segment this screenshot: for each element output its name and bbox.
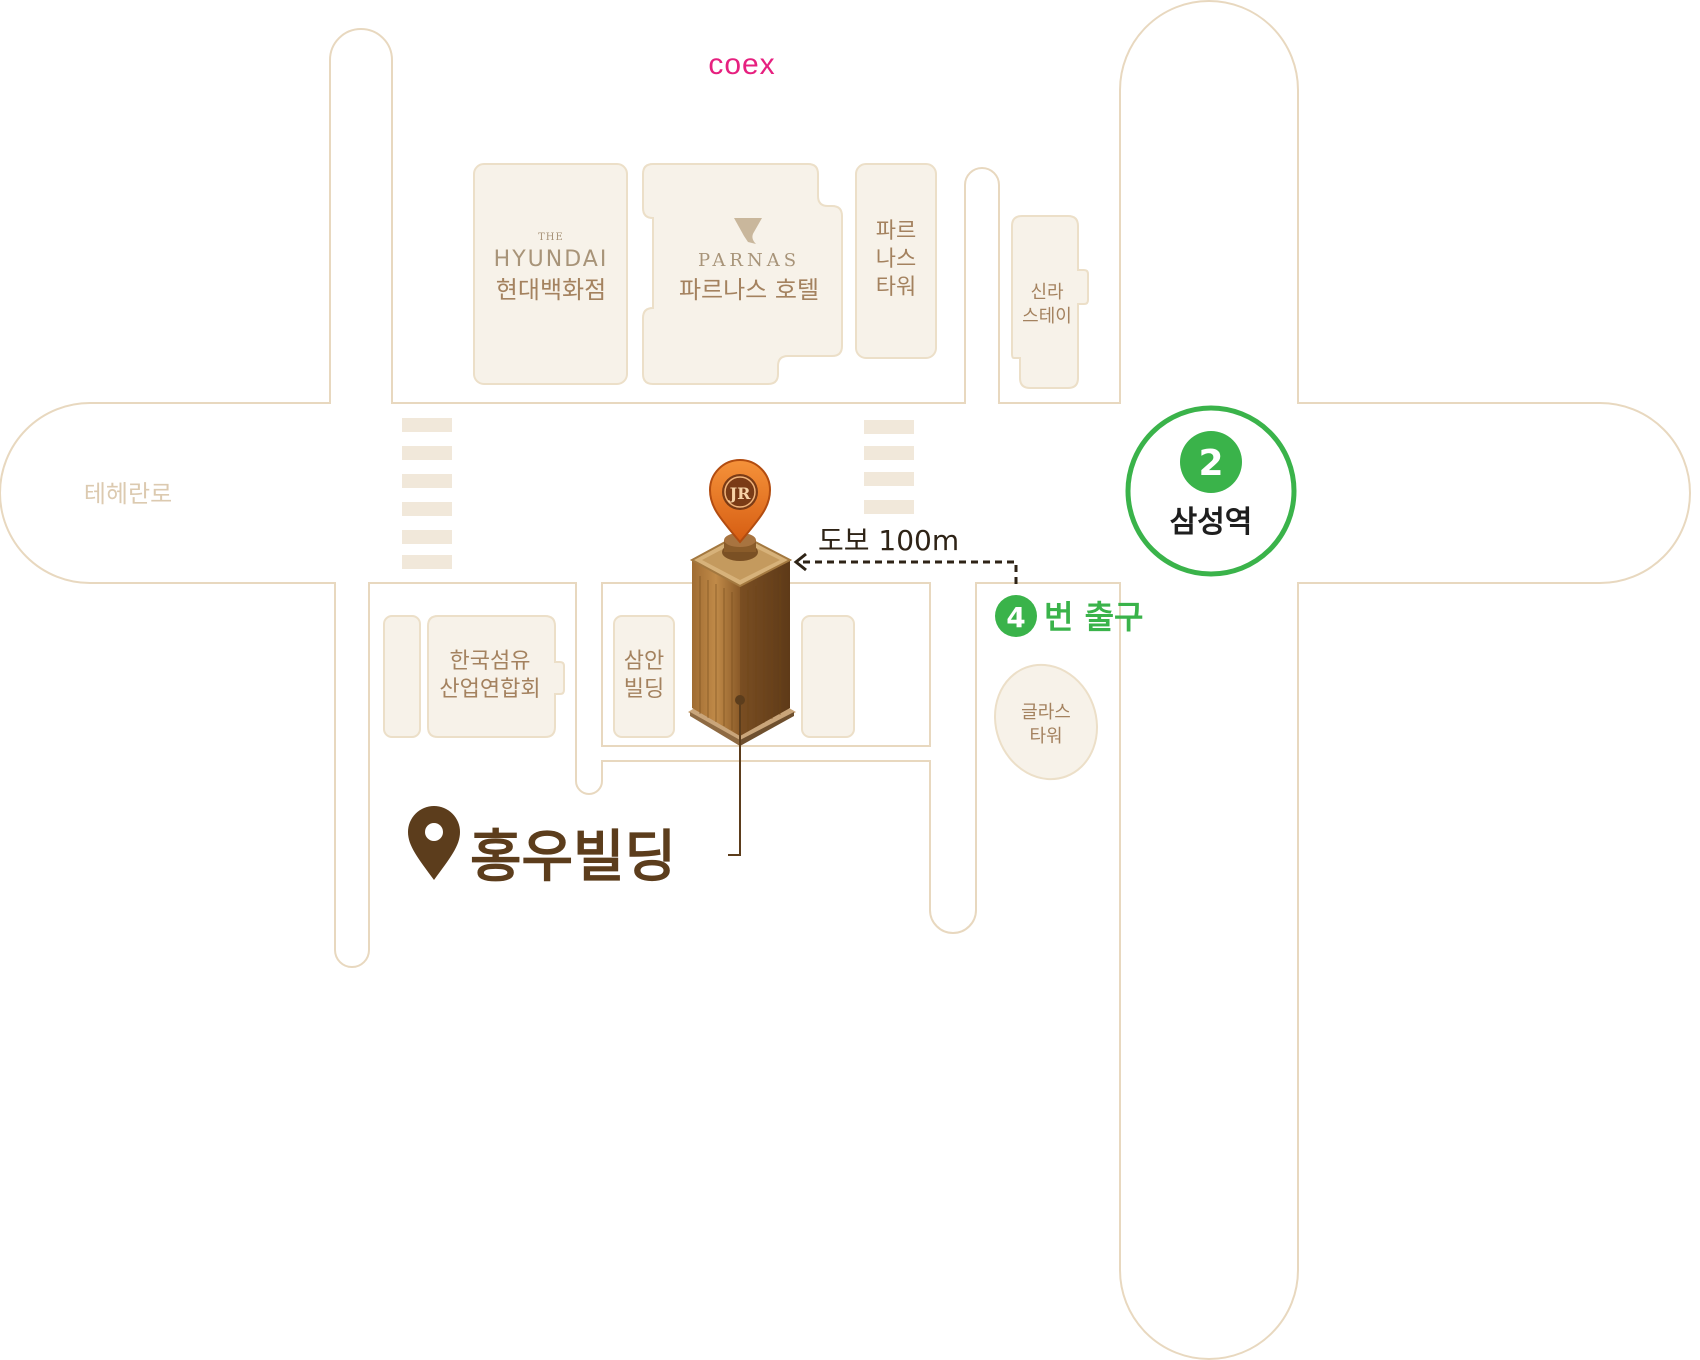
shilla-stay-line-2: 스테이 [1022, 306, 1072, 327]
building-glass-tower: 글라스 타워 [993, 663, 1099, 781]
building-parnas-tower: 파르 나스 타워 [855, 163, 937, 359]
parnas-hotel-name: 파르나스 호텔 [679, 276, 819, 304]
shilla-stay-line-1: 신라 [1030, 282, 1064, 303]
textile-federation-line-2: 산업연합회 [439, 677, 540, 702]
glass-tower-line-1: 글라스 [1021, 702, 1071, 723]
destination-leader-line [728, 695, 745, 856]
parnas-brand: PARNAS [698, 250, 800, 271]
walk-distance-label: 도보 100m [818, 524, 959, 557]
walking-route: 도보 100m [793, 524, 1018, 584]
crosswalk-west [402, 418, 452, 569]
parnas-tower-line-1: 파르 [876, 219, 916, 244]
exit-marker: 4 번 출구 [995, 595, 1143, 637]
destination-building [688, 532, 796, 746]
glass-tower-line-2: 타워 [1029, 726, 1062, 747]
building-hyundai: THE HYUNDAI 현대백화점 [473, 163, 628, 385]
street-label-teheran: 테헤란로 [84, 480, 172, 508]
destination-name: 홍우빌딩 [470, 825, 676, 890]
exit-number: 4 [1006, 601, 1025, 634]
location-pin-icon [408, 806, 460, 880]
station-marker: 2 삼성역 [1125, 405, 1297, 577]
coex-logo: coex [708, 48, 775, 81]
station-name: 삼성역 [1170, 505, 1253, 540]
parnas-tower-line-2: 나스 [876, 247, 916, 272]
crosswalk-east [864, 420, 914, 514]
destination-label: 홍우빌딩 [408, 806, 676, 890]
textile-federation-line-1: 한국섬유 [450, 649, 531, 674]
station-line-number: 2 [1198, 443, 1223, 484]
parnas-logo-icon [734, 218, 762, 244]
building-shilla-stay: 신라 스테이 [1011, 215, 1089, 389]
building-parnas-hotel: PARNAS 파르나스 호텔 [642, 163, 843, 385]
building-samahn: 삼안 빌딩 [613, 615, 675, 738]
hyundai-prefix: THE [538, 232, 564, 243]
samahn-line-1: 삼안 [624, 649, 664, 674]
hyundai-brand: HYUNDAI [494, 247, 609, 272]
route-arrow-icon [793, 552, 807, 572]
building-textile-federation: 한국섬유 산업연합회 [427, 615, 565, 738]
building-small-west [383, 615, 421, 738]
samahn-line-2: 빌딩 [624, 677, 664, 702]
hyundai-name: 현대백화점 [496, 276, 606, 304]
building-small-east [801, 615, 855, 738]
jr-location-pin-icon: JR [708, 459, 772, 544]
exit-label: 번 출구 [1044, 598, 1143, 636]
jr-marker-text: JR [728, 484, 752, 503]
parnas-tower-line-3: 타워 [876, 275, 916, 300]
